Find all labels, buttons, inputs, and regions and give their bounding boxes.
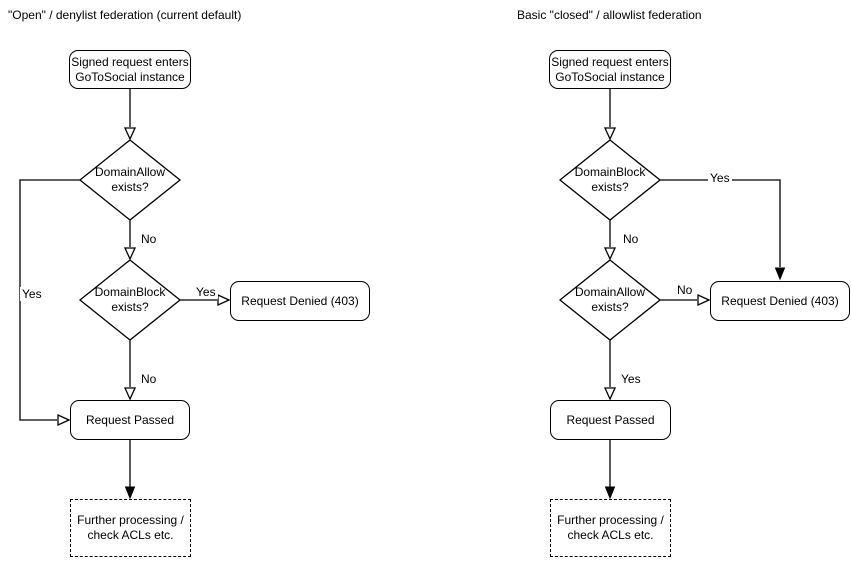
- left-decision2-yes-label: Yes: [194, 285, 218, 299]
- arrowhead-open-down-icon: [123, 247, 137, 261]
- arrowhead-open-down-icon: [123, 387, 137, 401]
- arrowhead-filled-down-icon: [604, 486, 616, 500]
- right-edge-decision1-yes-to-denied: [660, 179, 781, 267]
- left-decision2-diamond: [78, 259, 182, 341]
- arrowhead-open-down-icon: [123, 127, 137, 141]
- right-flow-title: Basic "closed" / allowlist federation: [517, 8, 702, 22]
- arrowhead-open-right-icon: [57, 413, 71, 427]
- right-decision1-yes-label: Yes: [708, 171, 732, 185]
- right-passed-node: Request Passed: [550, 400, 671, 440]
- arrowhead-open-down-icon: [603, 127, 617, 141]
- arrowhead-open-down-icon: [603, 247, 617, 261]
- right-further-node: Further processing / check ACLs etc.: [550, 499, 671, 557]
- right-decision2-yes-label: Yes: [619, 372, 643, 386]
- left-further-node: Further processing / check ACLs etc.: [70, 499, 191, 557]
- arrowhead-filled-down-icon: [124, 486, 136, 500]
- arrowhead-open-down-icon: [603, 387, 617, 401]
- left-decision2-no-label: No: [139, 372, 159, 386]
- left-decision2-label: DomainBlock exists?: [94, 285, 166, 314]
- left-decision1-label: DomainAllow exists?: [94, 165, 166, 194]
- right-decision1-diamond: [558, 139, 662, 221]
- arrowhead-open-right-icon: [217, 293, 231, 307]
- left-passed-node: Request Passed: [70, 400, 190, 440]
- left-decision1-yes-label: Yes: [20, 287, 44, 301]
- left-decision1-no-label: No: [139, 232, 159, 246]
- arrowhead-filled-down-icon: [774, 267, 786, 281]
- arrowhead-open-right-icon: [697, 293, 711, 307]
- right-denied-node: Request Denied (403): [710, 281, 850, 321]
- right-decision1-label: DomainBlock exists?: [574, 165, 646, 194]
- left-decision1-diamond: [78, 139, 182, 221]
- left-flow-title: "Open" / denylist federation (current de…: [8, 8, 242, 22]
- left-denied-node: Request Denied (403): [230, 281, 370, 321]
- right-decision2-no-label: No: [675, 283, 695, 297]
- left-start-node: Signed request enters GoToSocial instanc…: [69, 50, 191, 89]
- right-decision2-label: DomainAllow exists?: [574, 285, 646, 314]
- right-decision1-no-label: No: [621, 232, 641, 246]
- right-decision2-diamond: [558, 259, 662, 341]
- right-start-node: Signed request enters GoToSocial instanc…: [549, 50, 671, 89]
